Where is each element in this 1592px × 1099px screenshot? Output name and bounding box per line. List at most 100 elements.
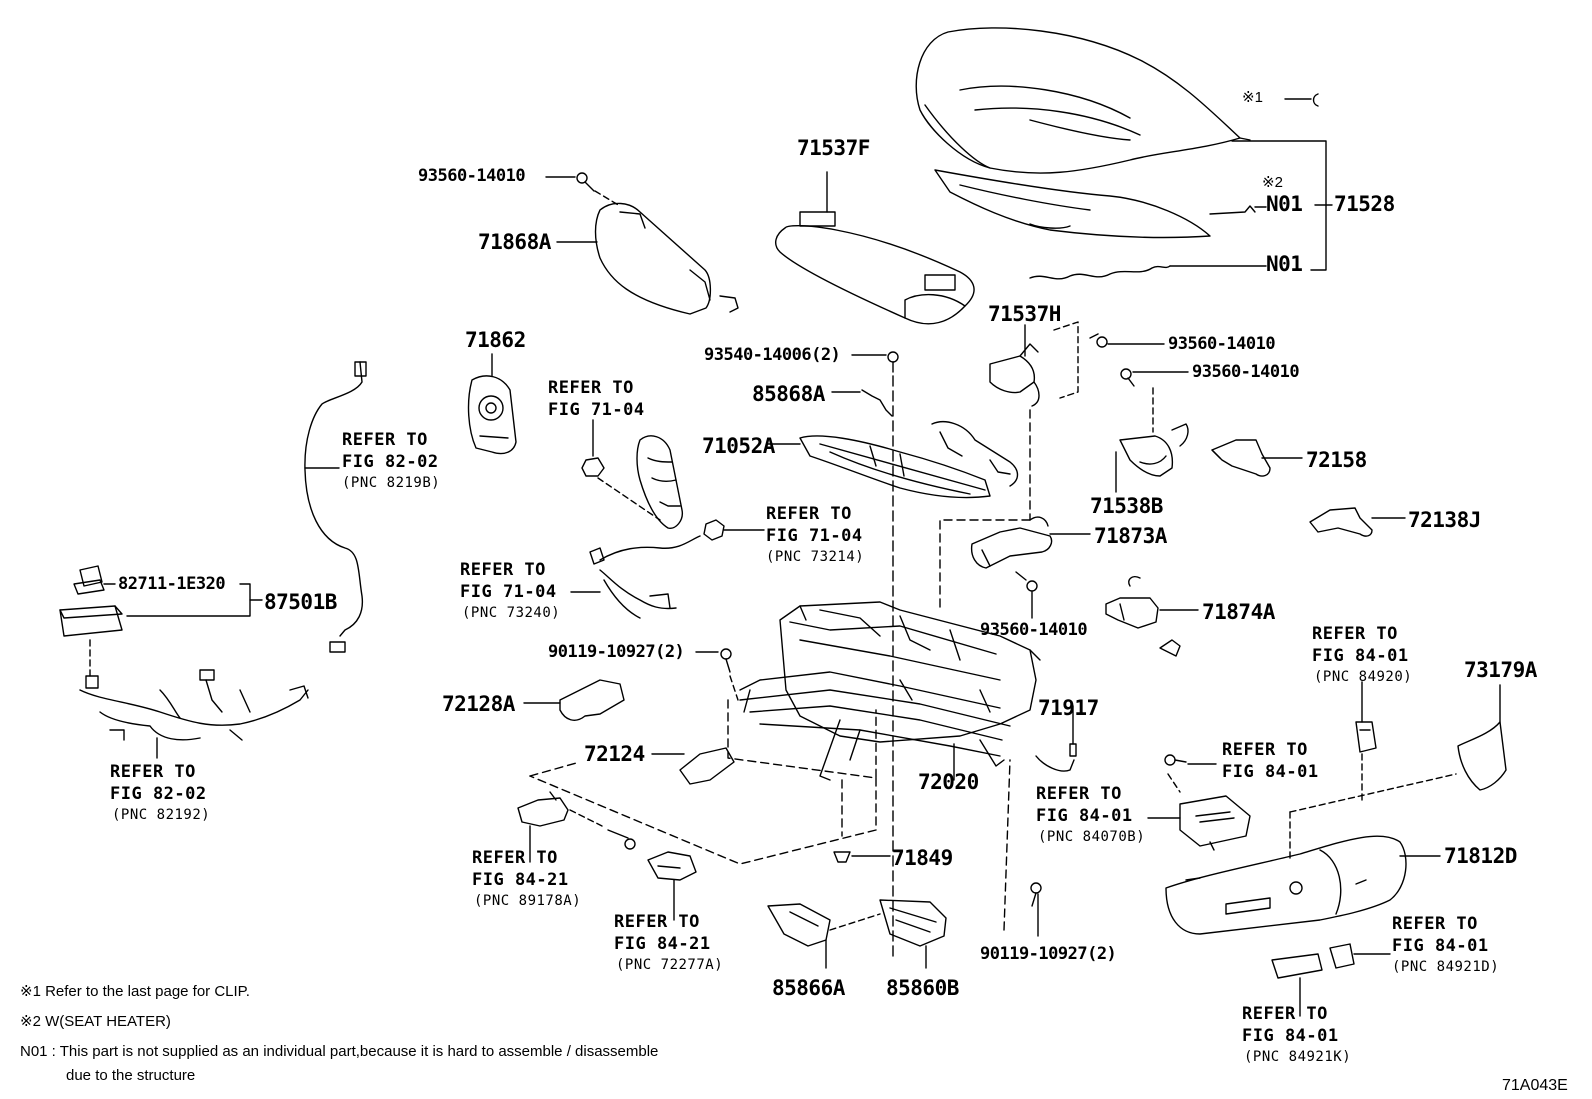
side-cover-illustration [594,202,739,315]
recliner-cover-illustration [467,375,517,455]
cover-illustration [647,851,697,881]
note-marker-2: ※2 [1262,174,1283,191]
reference-figure: FIG 71-04 [766,526,863,546]
seat-cushion-cover-illustration [915,27,1251,174]
reference-pnc: (PNC 8219B) [342,475,441,491]
bracket-illustration [970,516,1053,569]
reference-figure: FIG 71-04 [460,582,557,602]
part-label-85860B: 85860B [886,976,959,1000]
reference-figure: FIG 84-21 [472,870,569,890]
switch-knob-illustration [1329,943,1355,969]
footnote-clip: ※1 Refer to the last page for CLIP. [20,983,250,1000]
wire-clip-illustration [861,389,893,417]
part-label-72128A: 72128A [442,692,515,716]
seat-track-cover-illustration [1309,507,1373,537]
reference-figure: FIG 84-01 [1036,806,1133,826]
trim-cover-illustration [1457,721,1507,791]
part-label-93540-14006: 93540-14006(2) [704,345,841,365]
bracket-illustration [989,343,1040,407]
part-label-72124: 72124 [584,742,645,766]
reference-figure: FIG 84-01 [1312,646,1409,666]
part-label-72138J: 72138J [1408,508,1481,532]
switch-knob-illustration [1271,953,1323,979]
harness-clip-illustration [73,565,105,595]
bolt-icon [1159,639,1181,657]
hex-nut-icon [703,519,725,541]
control-unit-illustration [59,605,123,637]
reference-pnc: (PNC 84920) [1314,669,1413,685]
reference-figure: FIG 82-02 [342,452,439,472]
part-label-71528: 71528 [1334,192,1395,216]
sensor-wire-illustration [1035,743,1077,772]
part-label-71537H: 71537H [988,302,1061,326]
seat-spring-mat-illustration [799,421,1019,499]
reference-figure: FIG 84-01 [1242,1026,1339,1046]
part-label-71537F: 71537F [797,136,870,160]
track-cover-illustration [679,747,735,785]
reference-text: REFER TO [1312,624,1398,644]
nut-icon [581,457,605,477]
part-label-82711-1E320: 82711-1E320 [118,574,226,594]
reference-pnc: (PNC 84921D) [1392,959,1500,975]
reference-figure: FIG 82-02 [110,784,207,804]
seat-heater-element-illustration [934,169,1256,280]
reference-figure: FIG 84-01 [1392,936,1489,956]
part-label-90119-10927: 90119-10927(2) [548,642,685,662]
part-label-71862: 71862 [465,328,526,352]
part-label-71868A: 71868A [478,230,551,254]
part-label-71873A: 71873A [1094,524,1167,548]
bolt-icon [1089,333,1108,348]
part-label-71874A: 71874A [1202,600,1275,624]
bolt-icon [607,829,636,850]
reference-text: REFER TO [110,762,196,782]
cable-wire-illustration [304,361,367,653]
part-label-93560-14010: 93560-14010 [980,620,1088,640]
seat-wire-harness-illustration [79,669,309,741]
figure-code: 71A043E [1502,1077,1568,1094]
reference-pnc: (PNC 84921K) [1244,1049,1352,1065]
part-label-71052A: 71052A [702,434,775,458]
cushion-pad-illustration [774,211,975,325]
part-label-87501B: 87501B [264,590,337,614]
reference-text: REFER TO [460,560,546,580]
part-label-93560-14010: 93560-14010 [418,166,526,186]
reference-text: REFER TO [342,430,428,450]
part-label-71538B: 71538B [1090,494,1163,518]
switch-knob-illustration [1355,721,1377,753]
seat-side-shield-illustration [1165,835,1407,935]
reference-text: REFER TO [548,378,634,398]
footnote-n01-continued: due to the structure [66,1067,196,1084]
motor-cover-illustration [767,903,831,947]
part-label-N01: N01 [1266,252,1303,276]
reference-pnc: (PNC 84070B) [1038,829,1146,845]
part-label-85866A: 85866A [772,976,845,1000]
power-seat-knob-illustration [636,435,683,529]
bolt-icon [887,351,899,373]
bolt-icon [1030,882,1042,907]
reference-pnc: (PNC 72277A) [616,957,724,973]
part-label-85868A: 85868A [752,382,825,406]
track-cover-illustration [559,679,625,721]
footnote-seat-heater: ※2 W(SEAT HEATER) [20,1013,171,1030]
sensor-bracket-illustration [517,791,569,827]
reference-text: REFER TO [614,912,700,932]
reference-text: REFER TO [1036,784,1122,804]
part-label-71917: 71917 [1038,696,1099,720]
switch-harness-illustration [589,535,701,619]
seat-track-cover-illustration [1211,439,1271,477]
part-label-93560-14010: 93560-14010 [1192,362,1300,382]
power-seat-switch-illustration [1179,795,1251,851]
note-marker-1: ※1 [1242,89,1263,106]
part-label-71849: 71849 [892,846,953,870]
part-label-72158: 72158 [1306,448,1367,472]
clip-icon [1312,93,1319,107]
bolt-icon [1015,571,1038,592]
part-label-73179A: 73179A [1464,658,1537,682]
part-label-93560-14010: 93560-14010 [1168,334,1276,354]
part-label-71812D: 71812D [1444,844,1517,868]
reference-pnc: (PNC 73240) [462,605,561,621]
reference-pnc: (PNC 89178A) [474,893,582,909]
reference-figure: FIG 84-21 [614,934,711,954]
bolt-icon [720,648,732,673]
lever-bracket-illustration [1105,576,1159,629]
